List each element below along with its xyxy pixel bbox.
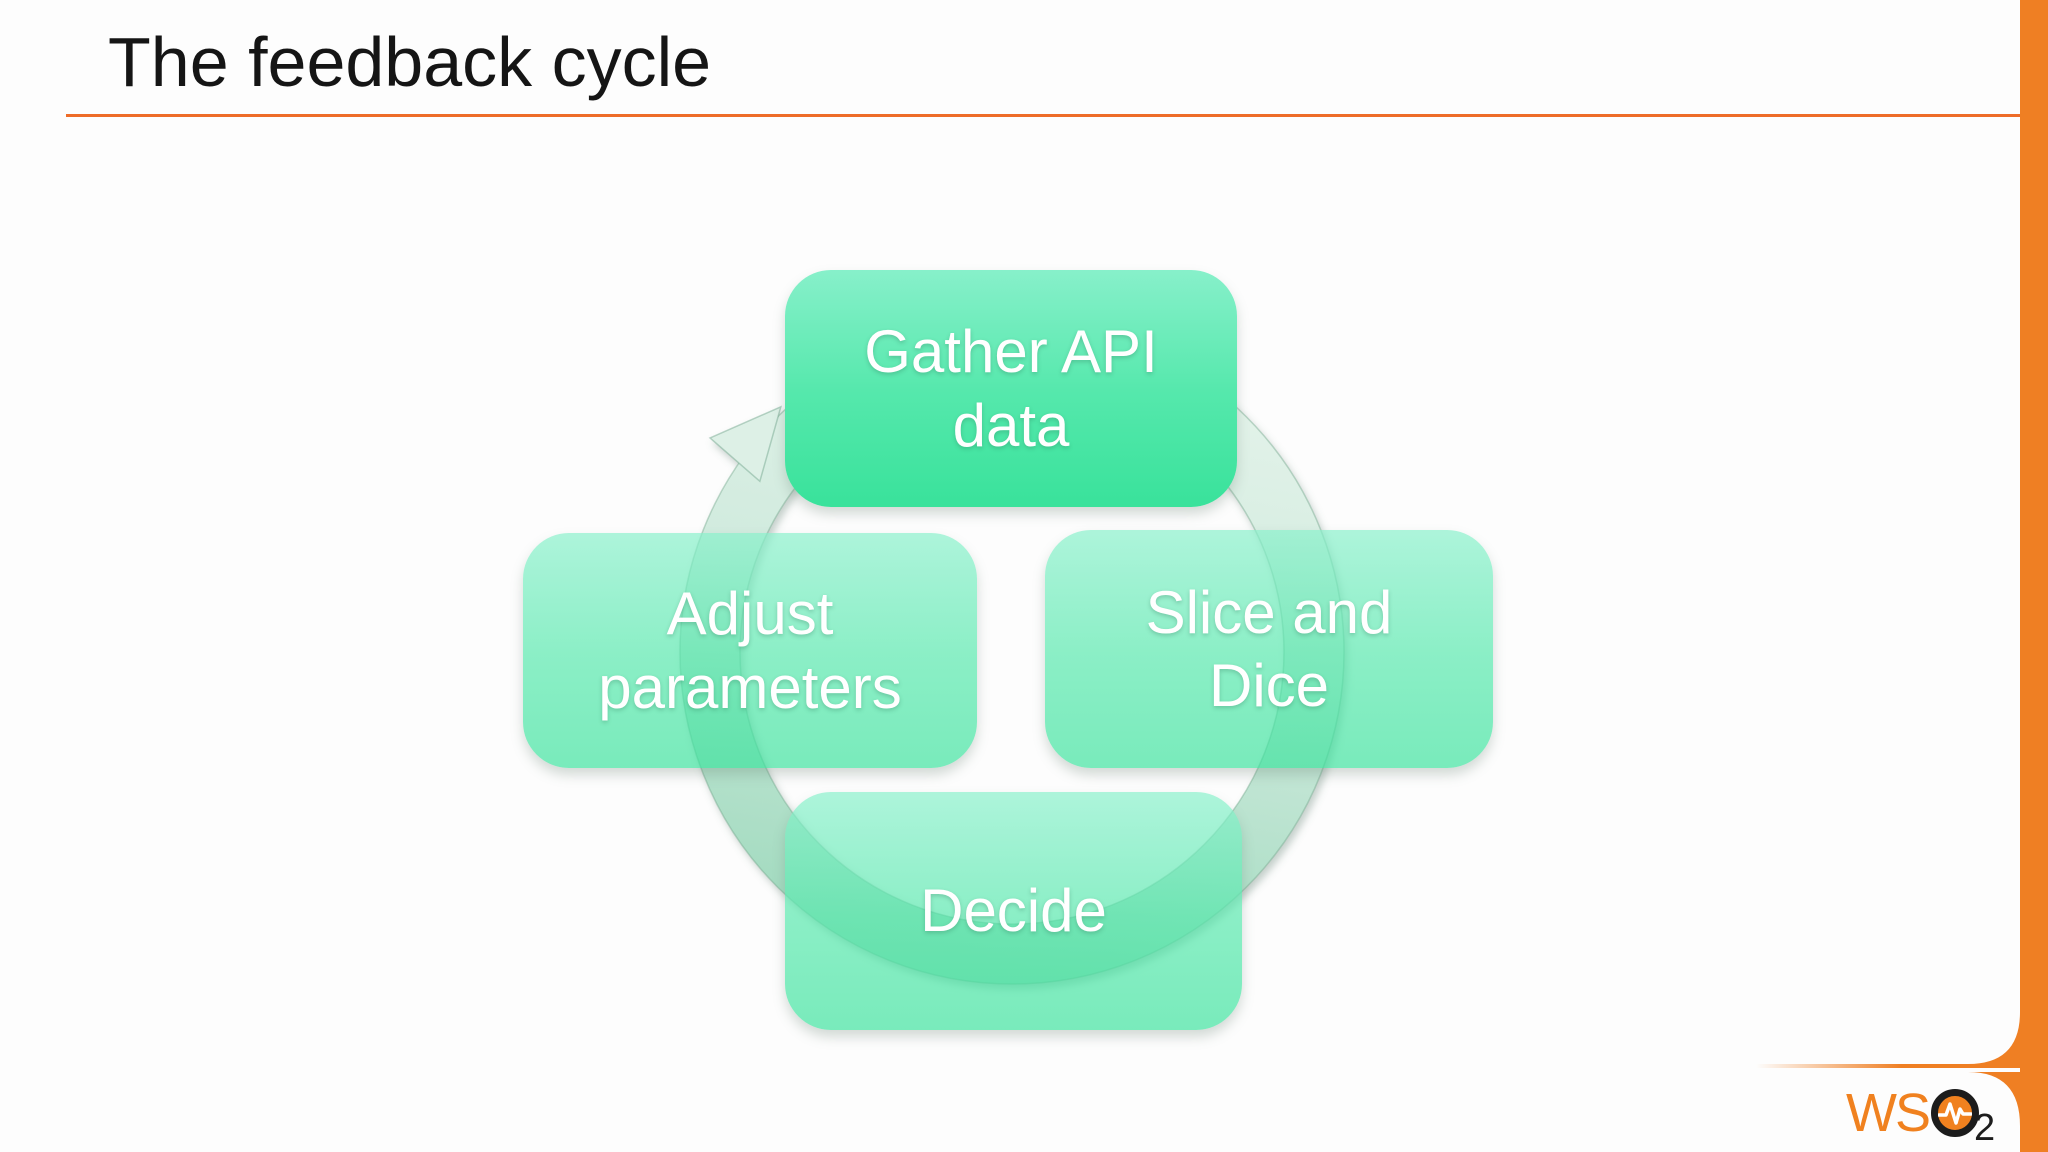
pulse-icon xyxy=(1938,1102,1972,1125)
wso2-logo-o-ring xyxy=(1931,1089,1979,1137)
wso2-logo: WS 2 xyxy=(1846,1082,1995,1149)
title-underline xyxy=(66,114,2020,117)
page-title: The feedback cycle xyxy=(108,23,712,101)
cycle-step-label: Gather API data xyxy=(864,318,1158,459)
wso2-logo-text: WS xyxy=(1846,1083,1931,1143)
cycle-step-gather-api-data: Gather API data xyxy=(785,270,1237,507)
cycle-step-label: Slice and Dice xyxy=(1145,578,1393,719)
footer-accent-line xyxy=(1756,1064,2020,1068)
cycle-step-adjust-parameters: Adjust parameters xyxy=(523,533,977,768)
cycle-step-label: Decide xyxy=(920,877,1107,945)
cycle-step-decide: Decide xyxy=(785,792,1242,1030)
wso2-logo-subscript: 2 xyxy=(1974,1106,1996,1149)
cycle-step-label: Adjust parameters xyxy=(598,580,902,721)
accent-corner-join xyxy=(1968,1012,2020,1126)
cycle-arrowhead-icon xyxy=(708,405,783,483)
cycle-step-slice-and-dice: Slice and Dice xyxy=(1045,530,1493,768)
right-accent-bar xyxy=(2020,0,2048,1152)
